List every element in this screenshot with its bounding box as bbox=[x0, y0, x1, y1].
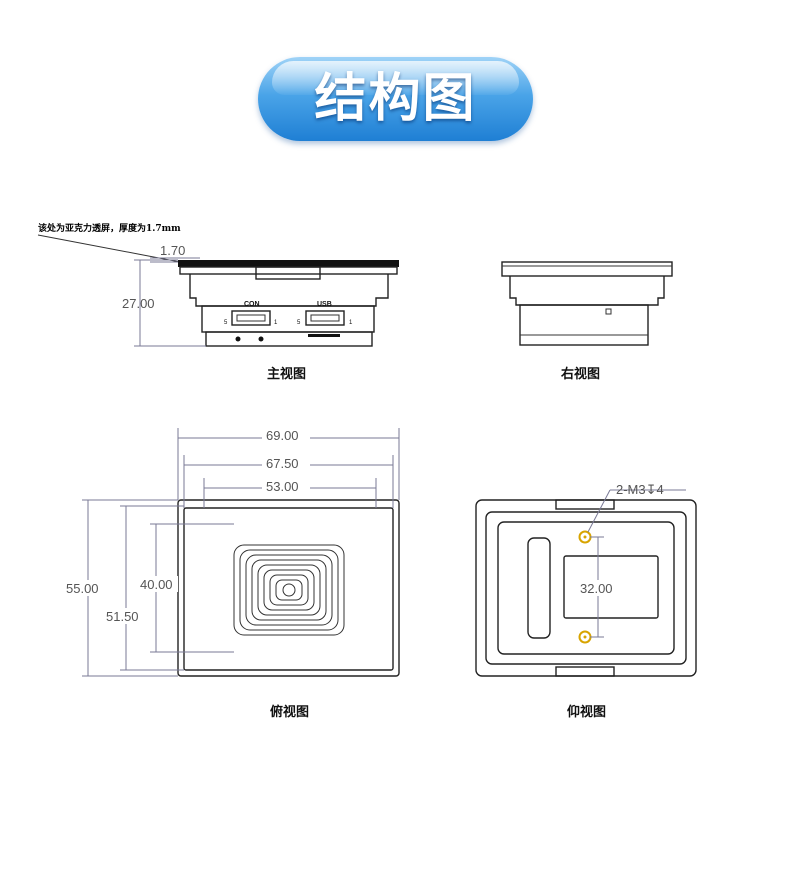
usb-left-mark: 5 bbox=[297, 320, 301, 326]
dim-hole-spacing-bg bbox=[578, 580, 620, 596]
front-base bbox=[205, 331, 373, 347]
dim-width-inner-bg bbox=[262, 455, 310, 469]
con-screw-left bbox=[235, 336, 241, 342]
dim-width-coil: 53.00 bbox=[266, 479, 299, 494]
right-view: 右视图 bbox=[501, 261, 673, 382]
dim-width-outer-bg bbox=[262, 428, 310, 442]
dim-height: 27.00 bbox=[122, 296, 155, 311]
bottom-recess bbox=[497, 521, 675, 655]
right-indicator bbox=[605, 308, 612, 315]
title-banner: 结构图 bbox=[258, 57, 533, 141]
front-view-caption: 主视图 bbox=[267, 366, 306, 382]
top-inner-frame bbox=[183, 507, 394, 671]
con-right-mark: 1 bbox=[274, 320, 278, 326]
con-left-mark: 5 bbox=[224, 320, 228, 326]
dim-hole-spacing: 32.00 bbox=[580, 581, 613, 596]
bottom-view-caption: 仰视图 bbox=[567, 704, 606, 720]
right-upper-body bbox=[509, 276, 665, 306]
acrylic-panel bbox=[178, 260, 399, 267]
mount-hole-bottom-center bbox=[583, 635, 587, 639]
front-lower-body bbox=[201, 305, 375, 333]
right-panel bbox=[501, 261, 673, 277]
dim-height-inner-bg bbox=[104, 608, 144, 624]
banner-title: 结构图 bbox=[314, 69, 477, 129]
right-view-caption: 右视图 bbox=[560, 366, 600, 382]
top-view-caption: 俯视图 bbox=[270, 704, 309, 720]
con-connector bbox=[231, 310, 271, 326]
bottom-bottom-tab bbox=[555, 666, 615, 677]
top-view: 69.00 67.50 53.00 55.00 51.50 40.00 俯视图 bbox=[64, 428, 400, 720]
acrylic-note: 该处为亚克力透屏，厚度为1.7mm bbox=[38, 222, 181, 234]
bottom-slot bbox=[527, 537, 551, 639]
usb-label: USB bbox=[317, 301, 332, 308]
con-label: CON bbox=[244, 301, 260, 308]
front-top-notch bbox=[255, 266, 321, 280]
mount-hole-top-center bbox=[583, 535, 587, 539]
front-view: 该处为亚克力透屏，厚度为1.7mm CON 5 1 USB 5 1 1.70 2… bbox=[37, 222, 399, 382]
dim-height-outer-bg bbox=[64, 580, 104, 596]
bottom-top-tab bbox=[555, 499, 615, 510]
con-screw-right bbox=[258, 336, 264, 342]
dim-thickness: 1.70 bbox=[160, 243, 185, 258]
banner-highlight bbox=[272, 61, 519, 95]
dim-height-inner: 51.50 bbox=[106, 609, 139, 624]
usb-connector bbox=[305, 310, 345, 326]
antenna-coil bbox=[233, 544, 345, 636]
usb-right-mark: 1 bbox=[349, 320, 353, 326]
hole-callout: 2-M3↧4 bbox=[616, 482, 664, 497]
dim-height-outer: 55.00 bbox=[66, 581, 99, 596]
dim-width-inner: 67.50 bbox=[266, 456, 299, 471]
dim-width-outer: 69.00 bbox=[266, 428, 299, 443]
bottom-label-area bbox=[563, 555, 659, 619]
con-pins bbox=[236, 314, 266, 322]
hole-callout-leader bbox=[587, 489, 611, 533]
bottom-view: 32.00 2-M3↧4 仰视图 bbox=[475, 482, 697, 720]
usb-pins bbox=[310, 314, 340, 322]
dim-width-coil-bg bbox=[262, 478, 310, 492]
bottom-inner-frame bbox=[485, 511, 687, 665]
usb-port bbox=[308, 334, 340, 337]
dim-height-coil-bg bbox=[138, 576, 178, 592]
dim-height-coil: 40.00 bbox=[140, 577, 173, 592]
front-bezel bbox=[179, 266, 398, 275]
right-lower-body bbox=[519, 304, 649, 346]
